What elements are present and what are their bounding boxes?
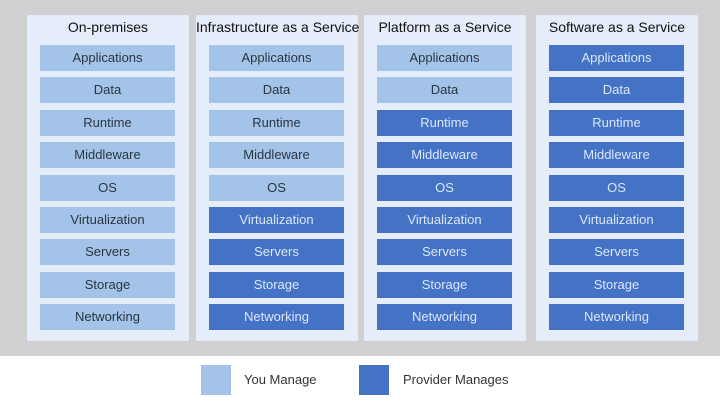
layer-data: Data: [377, 77, 512, 103]
layer-applications: Applications: [549, 45, 684, 71]
column-title: Platform as a Service: [378, 19, 512, 35]
layer-virtualization: Virtualization: [377, 207, 512, 233]
layer-middleware: Middleware: [40, 142, 175, 168]
layer-servers: Servers: [377, 239, 512, 265]
legend-swatch-you-manage: [201, 365, 231, 395]
layer-os: OS: [209, 175, 344, 201]
layer-virtualization: Virtualization: [209, 207, 344, 233]
layer-storage: Storage: [40, 272, 175, 298]
layer-networking: Networking: [40, 304, 175, 330]
column-title: On-premises: [67, 19, 149, 35]
legend-label-provider-manages: Provider Manages: [403, 372, 509, 387]
layer-servers: Servers: [209, 239, 344, 265]
layer-os: OS: [377, 175, 512, 201]
column-title: Infrastructure as a Service: [196, 19, 360, 35]
layer-middleware: Middleware: [209, 142, 344, 168]
layer-storage: Storage: [209, 272, 344, 298]
layer-runtime: Runtime: [549, 110, 684, 136]
layer-data: Data: [209, 77, 344, 103]
layer-os: OS: [549, 175, 684, 201]
column-iaas: Infrastructure as a Service Applications…: [196, 15, 360, 341]
column-saas: Software as a Service Applications Data …: [536, 15, 698, 341]
layer-networking: Networking: [549, 304, 684, 330]
layer-runtime: Runtime: [377, 110, 512, 136]
legend-swatch-provider-manages: [359, 365, 389, 395]
layer-storage: Storage: [549, 272, 684, 298]
layer-runtime: Runtime: [40, 110, 175, 136]
layer-applications: Applications: [40, 45, 175, 71]
layer-networking: Networking: [377, 304, 512, 330]
layer-runtime: Runtime: [209, 110, 344, 136]
layer-virtualization: Virtualization: [549, 207, 684, 233]
layer-applications: Applications: [209, 45, 344, 71]
layer-applications: Applications: [377, 45, 512, 71]
layer-servers: Servers: [549, 239, 684, 265]
layer-middleware: Middleware: [377, 142, 512, 168]
layer-storage: Storage: [377, 272, 512, 298]
column-paas: Platform as a Service Applications Data …: [364, 15, 526, 341]
layer-data: Data: [40, 77, 175, 103]
layer-virtualization: Virtualization: [40, 207, 175, 233]
layer-networking: Networking: [209, 304, 344, 330]
layer-os: OS: [40, 175, 175, 201]
layer-data: Data: [549, 77, 684, 103]
column-on-premises: On-premises Applications Data Runtime Mi…: [27, 15, 189, 341]
layer-servers: Servers: [40, 239, 175, 265]
layer-middleware: Middleware: [549, 142, 684, 168]
legend-label-you-manage: You Manage: [244, 372, 317, 387]
column-title: Software as a Service: [548, 19, 686, 35]
